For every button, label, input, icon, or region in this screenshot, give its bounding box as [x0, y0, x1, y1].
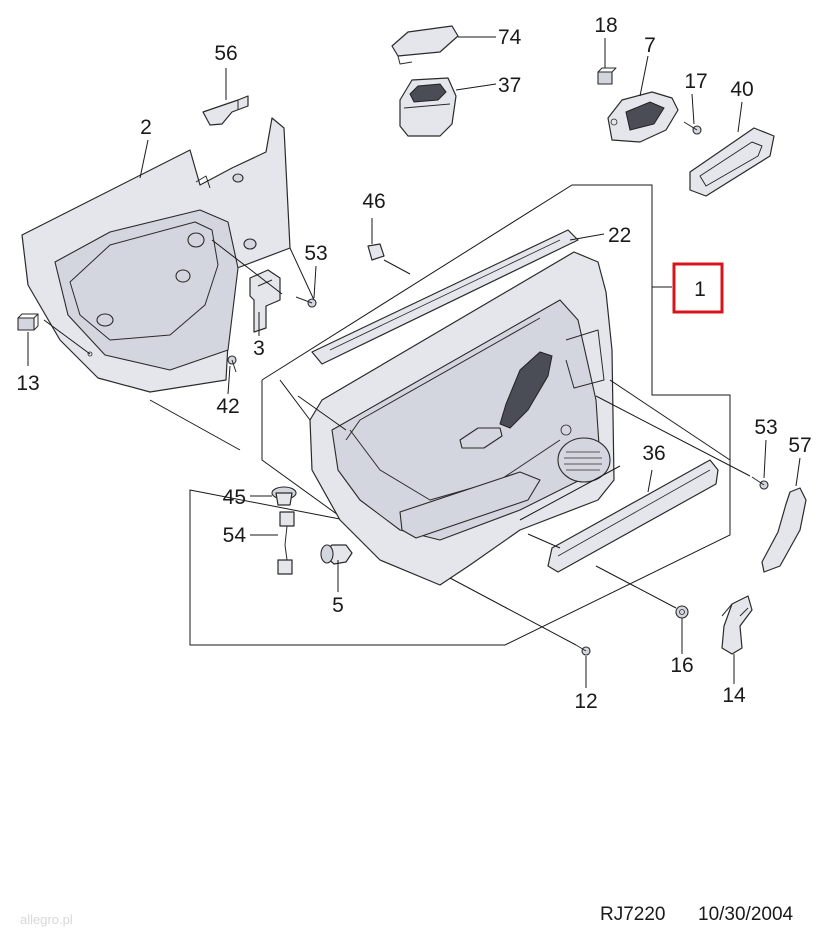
clip-53-icon	[367, 243, 385, 261]
callout-12: 12	[574, 690, 597, 713]
lamp-socket-45-icon	[271, 486, 297, 506]
callout-17: 18	[594, 14, 617, 37]
wiring-harness-46-icon	[277, 511, 295, 575]
callout-45: 45	[223, 486, 246, 509]
ring-14-icon	[675, 605, 689, 619]
callout-42: 42	[216, 395, 239, 418]
callout-labels: 56 2 74 37 18 7 17 40 53 46 22 3 42 13 4…	[16, 14, 811, 713]
drawing-code: RJ7220	[600, 904, 666, 925]
armrest-pad-37-icon	[547, 459, 719, 573]
watermark-text: allegro.pl	[20, 912, 73, 927]
callout-22: 22	[608, 224, 631, 247]
highlight-part-1: 1	[672, 262, 724, 314]
callout-74: 74	[498, 26, 522, 49]
callout-7: 7	[644, 34, 656, 57]
callout-13: 14	[722, 684, 746, 707]
callout-36: 37	[498, 74, 521, 97]
lock-knob-13-icon	[721, 595, 753, 655]
inside-handle-7-icon	[607, 91, 679, 143]
speaker-grille-icon	[564, 451, 602, 471]
leader-lines	[27, 36, 801, 688]
callout-1: 1	[694, 278, 706, 301]
assembly-outline-link	[149, 399, 241, 451]
callout-46: 54	[223, 524, 247, 547]
window-switch-36-icon	[399, 77, 457, 137]
screw-54-lower-icon	[751, 476, 769, 490]
inner-trim-panel	[21, 117, 291, 393]
callout-40: 40	[730, 78, 753, 101]
clip-18-icon	[17, 313, 39, 331]
callout-53: 46	[362, 190, 385, 213]
handle-bezel-40-icon	[689, 127, 775, 197]
screw-54-upper-icon	[295, 296, 317, 308]
callout-57: 56	[214, 42, 237, 65]
door-trim-panel-1	[309, 251, 615, 586]
screw-42-icon	[227, 355, 237, 373]
callout-18: 13	[16, 372, 39, 395]
screw-12-icon	[575, 644, 591, 656]
callout-56: 57	[788, 434, 811, 457]
callout-54-upper: 53	[304, 242, 327, 265]
callout-37: 36	[642, 442, 665, 465]
bracket-5-icon	[249, 269, 281, 333]
callout-54-lower: 53	[754, 416, 777, 439]
callout-16: 17	[684, 70, 707, 93]
callout-2: 2	[140, 116, 152, 139]
push-clip-3-icon	[320, 544, 353, 565]
weatherstrip-22-icon	[311, 229, 579, 365]
callout-3: 5	[332, 594, 344, 617]
callout-5: 3	[253, 337, 265, 360]
switch-cap-74-icon	[391, 25, 459, 65]
drawing-date: 10/30/2004	[698, 904, 794, 925]
assembly-outline-upper	[189, 184, 731, 646]
pull-handle-56-icon	[761, 487, 807, 573]
screw-16-icon	[683, 121, 702, 135]
clip-17-icon	[597, 67, 617, 85]
callout-14: 16	[670, 654, 693, 677]
clip-57-icon	[202, 95, 249, 126]
